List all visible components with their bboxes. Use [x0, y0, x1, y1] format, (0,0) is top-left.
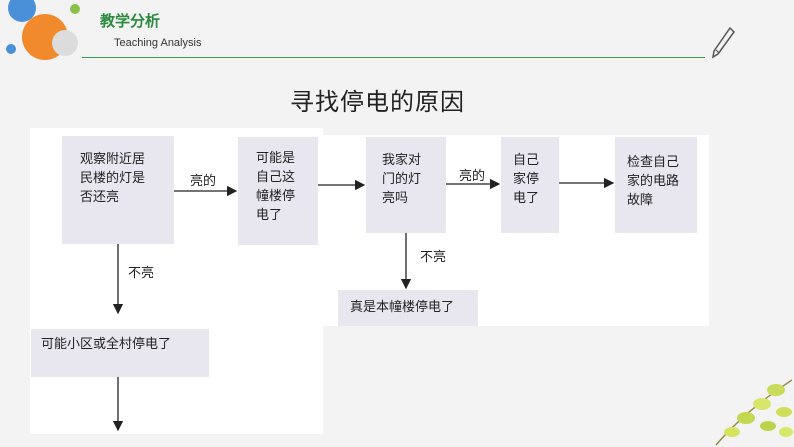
flow-box-check-circuit: 检查自己家的电路故障: [615, 137, 697, 233]
flow-box-own-home: 自己家停电了: [501, 137, 559, 233]
label-buliang-2: 不亮: [420, 250, 447, 265]
page-title: 寻找停电的原因: [290, 88, 465, 116]
header-subtitle: Teaching Analysis: [114, 37, 202, 49]
label-liang-1: 亮的: [190, 174, 217, 189]
label-buliang-1: 不亮: [128, 266, 155, 281]
label-liang-2: 亮的: [459, 169, 486, 184]
flow-box-neighbor-light: 我家对门的灯亮吗: [366, 137, 446, 233]
flow-box-village-outage: 可能小区或全村停电了: [31, 329, 209, 377]
flow-box-observe-neighbors: 观察附近居民楼的灯是否还亮: [62, 136, 174, 244]
leaf-decoration-icon: [715, 379, 793, 446]
header-divider: [82, 57, 705, 58]
header-title: 教学分析: [100, 12, 161, 30]
flow-box-own-building: 可能是自己这幢楼停电了: [238, 137, 318, 245]
flow-box-building-outage: 真是本幢楼停电了: [338, 290, 478, 326]
pen-icon: [711, 26, 735, 59]
